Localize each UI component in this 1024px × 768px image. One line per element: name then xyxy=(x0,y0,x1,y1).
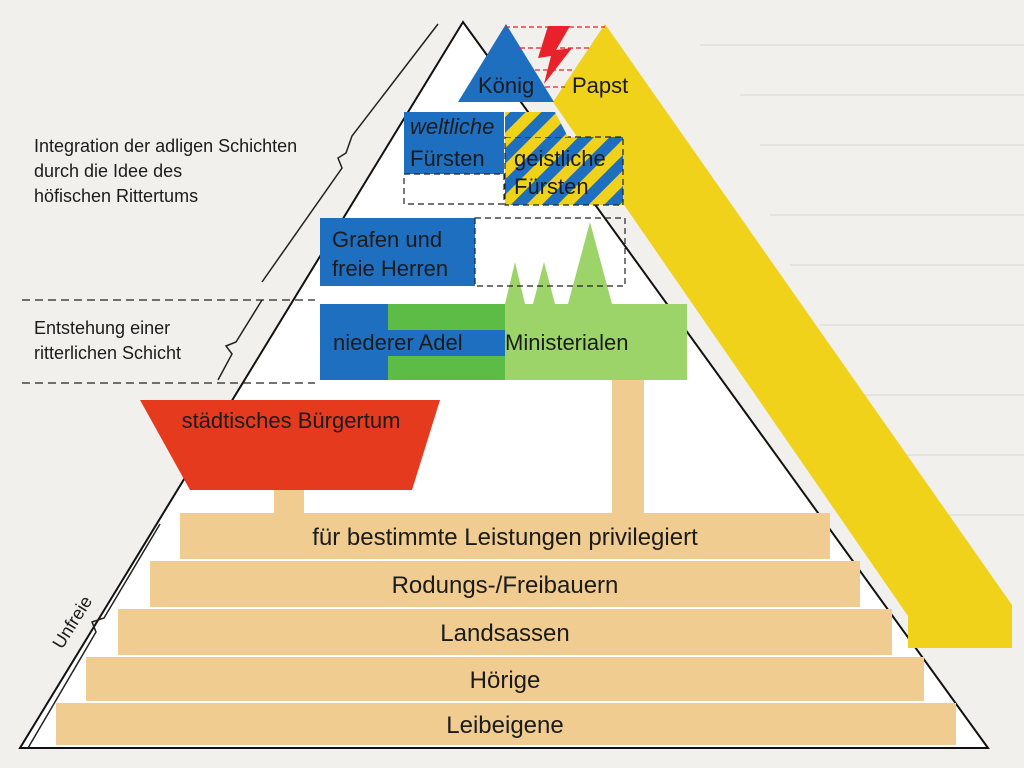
geistliche-fuersten-label-2: Fürsten xyxy=(514,174,589,199)
adel-band xyxy=(320,222,687,380)
koenig-label: König xyxy=(478,73,534,98)
step-label-hoerige: Hörige xyxy=(470,667,541,694)
weltliche-fuersten-label-1: weltliche xyxy=(410,114,494,139)
grafen-label-1: Grafen und xyxy=(332,227,442,252)
grafen-dashed-extension xyxy=(474,217,626,287)
weltliche-fuersten-dashed xyxy=(403,173,505,205)
conflict-lightning-icon xyxy=(538,26,572,84)
koenig-triangle xyxy=(458,24,554,102)
integration-brace xyxy=(261,23,439,283)
buergertum-label: städtisches Bürgertum xyxy=(182,408,401,433)
integration-label-3: höfischen Rittertums xyxy=(34,186,198,206)
geistliche-fuersten-box xyxy=(504,136,624,206)
step-label-rodungsbauern: Rodungs-/Freibauern xyxy=(392,572,619,599)
papst-band xyxy=(553,24,1012,648)
geistliche-fuersten-stripe-wedge xyxy=(505,112,568,137)
arrow-to-ministerialen xyxy=(597,355,659,515)
grafen-box xyxy=(320,218,475,286)
buergertum-trapezoid xyxy=(140,400,440,490)
steps-group xyxy=(56,513,956,745)
step-leibeigene xyxy=(56,703,956,745)
ministerialen-label: Ministerialen xyxy=(505,330,629,355)
entstehung-label-2: ritterlichen Schicht xyxy=(34,343,181,363)
unfreie-brace xyxy=(27,523,161,749)
background-text-lines xyxy=(700,44,1024,516)
step-hoerige xyxy=(86,657,924,701)
entstehung-label-1: Entstehung einer xyxy=(34,318,170,338)
ministerialen-box xyxy=(505,304,687,380)
integration-label-1: Integration der adligen Schichten xyxy=(34,136,297,156)
weltliche-fuersten-box xyxy=(404,112,504,174)
geistliche-fuersten-label-1: geistliche xyxy=(514,146,606,171)
niederer-adel-strip xyxy=(320,330,505,356)
step-label-privilegiert: für bestimmte Leistungen privilegiert xyxy=(312,524,698,551)
step-privilegiert xyxy=(180,513,830,559)
step-landsassen xyxy=(118,609,892,655)
weltliche-fuersten-label-2: Fürsten xyxy=(410,146,485,171)
papst-label: Papst xyxy=(572,73,628,98)
ministerialen-spires xyxy=(505,222,612,304)
step-rodungsbauern xyxy=(150,561,860,607)
step-label-landsassen: Landsassen xyxy=(440,620,569,647)
grafen-label-2: freie Herren xyxy=(332,256,448,281)
integration-label-2: durch die Idee des xyxy=(34,161,182,181)
niederer-adel-label: niederer Adel xyxy=(333,330,463,355)
step-label-leibeigene: Leibeigene xyxy=(446,712,563,739)
entstehung-brace xyxy=(217,299,263,381)
